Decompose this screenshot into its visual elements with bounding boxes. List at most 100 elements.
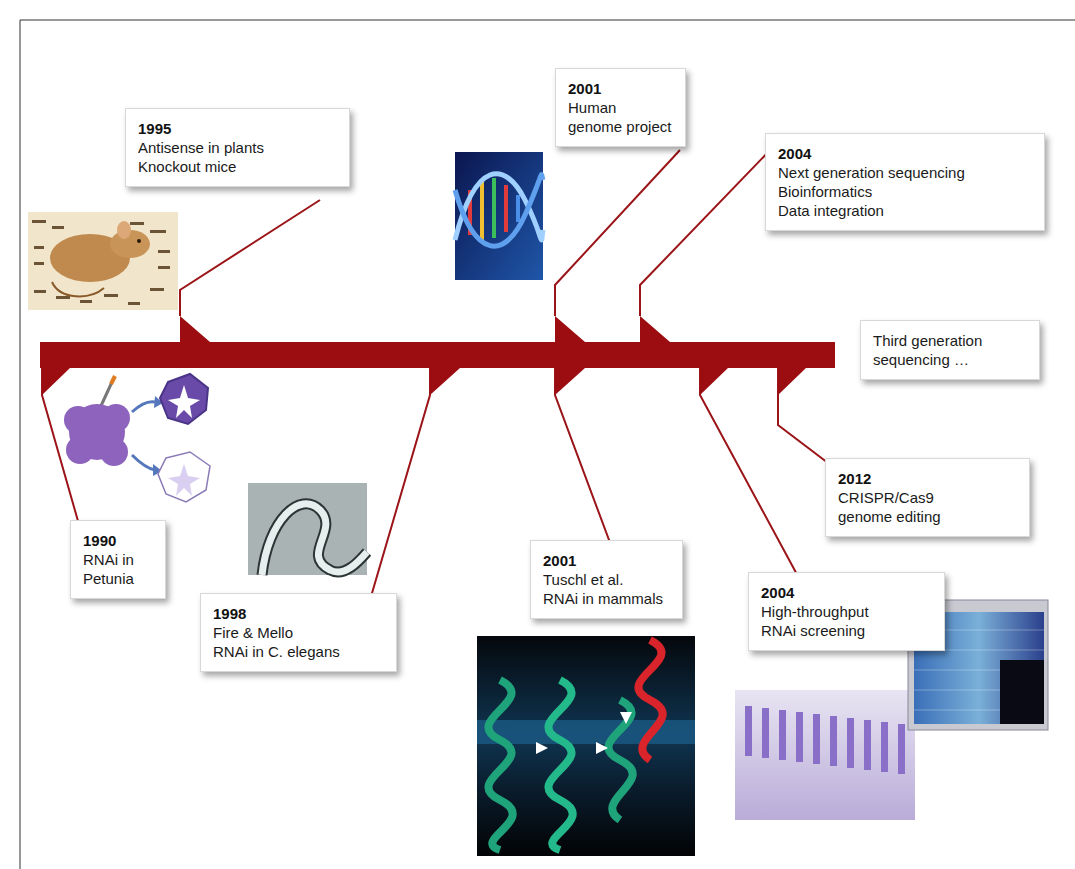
leader-line [555, 368, 612, 548]
tube [762, 708, 769, 758]
rna-picture [477, 636, 695, 856]
tubes [745, 706, 905, 774]
tube [779, 710, 786, 760]
milestone-text: RNAi in Petunia [83, 550, 153, 588]
milestone-box: Third generation sequencing … [860, 320, 1040, 380]
milestone-box: 2004Next generation sequencingBioinforma… [765, 133, 1045, 231]
base-pair [480, 180, 484, 240]
year-heading: 2004 [778, 144, 1032, 163]
gel-band [34, 246, 44, 249]
milestone-text: Third generation sequencing … [873, 331, 1023, 369]
picture-ground [477, 636, 695, 856]
frame-line [20, 20, 1075, 869]
milestone-text: Knockout mice [138, 157, 337, 176]
gel-bands [32, 220, 170, 305]
milestone-text: Antisense in plants [138, 138, 337, 157]
year-heading: 1995 [138, 119, 337, 138]
tick-flag [555, 368, 585, 395]
tube [881, 722, 888, 772]
gel-band [32, 220, 46, 223]
gel-band [52, 226, 64, 229]
grid-line [914, 670, 1000, 671]
year-heading: 1990 [83, 531, 153, 550]
petal [100, 438, 128, 466]
milestone-text: Next generation sequencing [778, 163, 1032, 182]
milestone-text: RNAi in C. elegans [213, 642, 384, 661]
flower-outline [160, 374, 208, 424]
year-heading: 2012 [838, 469, 1017, 488]
gel-band [128, 302, 140, 305]
gel-band [150, 288, 164, 291]
leader-line [555, 150, 680, 316]
timeline-bar [40, 316, 835, 395]
tick-flag [555, 316, 585, 342]
white-arrow [536, 742, 548, 754]
milestone-text: CRISPR/Cas9 genome editing [838, 488, 968, 526]
tube-photo [735, 690, 915, 820]
milestone-box: 1998Fire & MelloRNAi in C. elegans [200, 593, 397, 672]
leader-line [700, 368, 800, 580]
grid-line [914, 710, 1000, 711]
milestone-text: Human genome project [568, 98, 673, 136]
tick-flag [778, 368, 806, 395]
leader-line [180, 200, 320, 316]
worm-outline [262, 504, 367, 575]
tick-flag [42, 368, 70, 395]
white-arrow [620, 712, 632, 724]
tube [830, 716, 837, 766]
year-heading: 2001 [568, 79, 673, 98]
arrow [132, 455, 155, 470]
milestone-box: 2001Tuschl et al.RNAi in mammals [530, 540, 683, 619]
flower-star [168, 464, 200, 496]
milestone-box: 1995Antisense in plantsKnockout mice [125, 108, 350, 187]
screen-dark [1000, 660, 1044, 724]
base-pair [504, 185, 508, 232]
tube [745, 706, 752, 756]
picture-ground [248, 483, 367, 575]
milestone-text: Tuschl et al. [543, 570, 670, 589]
dna-picture [455, 152, 543, 280]
milestone-box: 2001Human genome project [555, 68, 686, 147]
milestone-text: Bioinformatics [778, 182, 1032, 201]
tube [813, 714, 820, 764]
leader-line [370, 368, 430, 600]
gel-band [130, 222, 144, 225]
tube [796, 712, 803, 762]
dna-strand [455, 175, 543, 247]
petunia-picture [64, 374, 210, 502]
picture-ground [455, 152, 543, 280]
syringe [100, 382, 112, 408]
gel-band [150, 230, 166, 233]
tick-flag [430, 368, 460, 395]
gel-band [104, 294, 118, 297]
grid-line [914, 690, 1000, 691]
white-petunia [158, 452, 210, 502]
year-heading: 2004 [761, 583, 932, 602]
milestone-text: Fire & Mello [213, 623, 384, 642]
rna-helix [488, 680, 512, 850]
tick-flag [700, 368, 728, 395]
tube [847, 718, 854, 768]
milestone-text: High-throughput RNAi screening [761, 602, 886, 640]
tick-flag [640, 316, 670, 342]
worm-body [262, 504, 367, 575]
year-heading: 2001 [543, 551, 670, 570]
milestone-text: RNAi in mammals [543, 589, 670, 608]
tube [898, 724, 905, 774]
gel-band [56, 296, 70, 299]
worm-picture [248, 483, 367, 575]
mouse-ear [117, 221, 131, 239]
gel-band [34, 262, 44, 265]
milestone-text: Data integration [778, 201, 1032, 220]
rna-helix [548, 680, 572, 850]
arrow [132, 402, 155, 412]
mouse-tail [52, 282, 104, 296]
gel-band [34, 290, 46, 293]
white-arrow [596, 742, 608, 754]
petal [66, 436, 94, 464]
rna-helix [608, 700, 632, 820]
red-helix [638, 640, 662, 760]
syringe-cap [111, 376, 115, 384]
timeline-band [40, 342, 835, 368]
